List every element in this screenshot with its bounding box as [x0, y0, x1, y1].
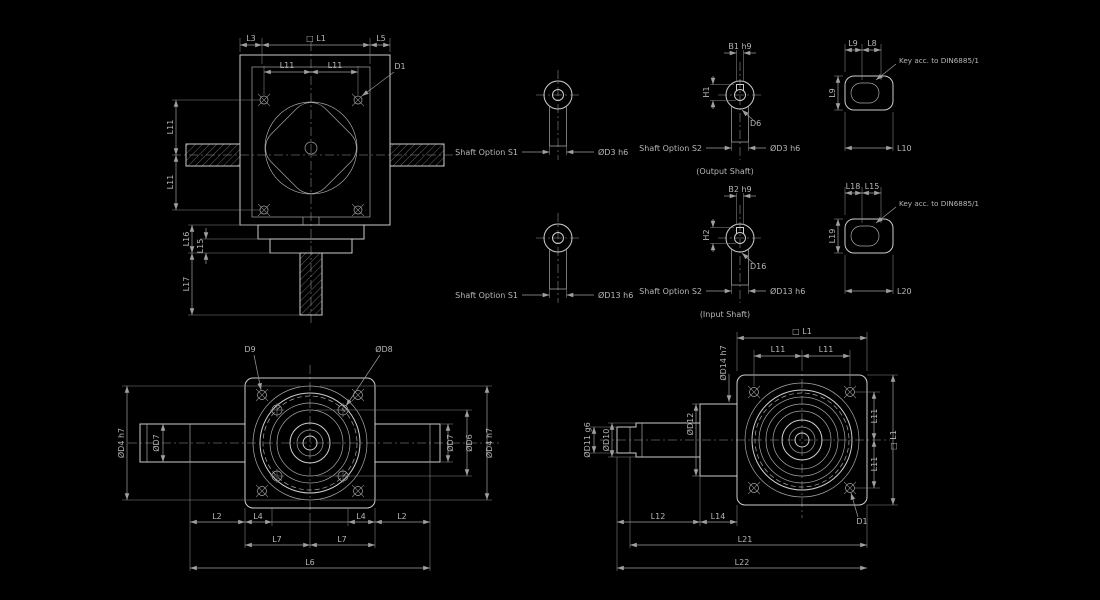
dim-label: ØD6 — [464, 434, 474, 452]
dim-label: L9 — [848, 39, 858, 48]
dim-label: L11 — [328, 61, 343, 70]
shaft-option-label: Shaft Option S2 — [639, 144, 702, 153]
dim-label: D6 — [750, 119, 761, 128]
dim-label: B2 h9 — [728, 185, 751, 194]
dim-label: ØD3 h6 — [598, 147, 628, 157]
output-shaft-caption: (Output Shaft) — [696, 167, 753, 176]
dim-label: L7 — [337, 535, 347, 544]
dim-label: L4 — [356, 512, 366, 521]
input-shaft-profile — [616, 422, 700, 458]
side-view: □ L1 L11 L11 ØD14 h7 ØD11 g6 ØD10 ØD12 L… — [582, 327, 898, 571]
dim-label: L17 — [182, 277, 191, 292]
dim-label: ØD8 — [375, 344, 393, 354]
shaft-option-label: Shaft Option S1 — [455, 148, 518, 157]
dim-label: L21 — [738, 535, 753, 544]
dim-label: H1 — [702, 86, 711, 97]
dim-label: L11 — [870, 457, 879, 472]
output-key-view: L9 L8 L9 L10 Key acc. to DIN6885/1 — [828, 39, 979, 153]
dim-label: L2 — [397, 512, 407, 521]
dim-label: L11 — [166, 120, 175, 135]
dim-label: L3 — [246, 34, 256, 43]
input-key-view: L18 L15 L19 L20 Key acc. to DIN6885/1 — [828, 182, 979, 296]
dim-label: H2 — [702, 229, 711, 240]
bottom-shaft — [299, 252, 323, 316]
dim-label: ØD4 h7 — [484, 428, 494, 458]
front-view: D9 ØD8 ØD4 h7 ØD7 ØD7 ØD6 ØD4 h7 — [116, 344, 500, 571]
dim-label: L11 — [870, 409, 879, 424]
dim-label: ØD10 — [601, 429, 611, 452]
corner-holes — [747, 385, 857, 495]
dim-label: L22 — [735, 558, 750, 567]
dim-label: ØD14 h7 — [718, 345, 728, 380]
dim-label: □ L1 — [889, 430, 898, 450]
left-shaft — [185, 143, 241, 167]
output-shaft-option-s1: Shaft Option S1 ØD3 h6 — [455, 70, 628, 160]
dim-label: ØD13 h6 — [770, 286, 805, 296]
dim-label: L2 — [212, 512, 222, 521]
dim-label: L11 — [771, 345, 786, 354]
dim-label: ØD3 h6 — [770, 143, 800, 153]
input-hub — [699, 403, 738, 477]
dim-label: L6 — [305, 558, 315, 567]
dim-label: ØD13 h6 — [598, 290, 633, 300]
dim-label: ØD12 — [685, 413, 695, 436]
dim-label: L11 — [819, 345, 834, 354]
dim-label: L7 — [272, 535, 282, 544]
key-note: Key acc. to DIN6885/1 — [899, 199, 979, 208]
dim-label: ØD7 — [151, 434, 161, 452]
dim-label: L8 — [867, 39, 877, 48]
dim-label: L4 — [253, 512, 263, 521]
dim-label: L16 — [182, 232, 191, 247]
shaft-option-label: Shaft Option S2 — [639, 287, 702, 296]
dim-label: □ L1 — [792, 327, 812, 336]
dim-label: □ L1 — [306, 34, 326, 43]
hole-dim-label: D1 — [856, 517, 867, 526]
dim-label: L15 — [196, 239, 205, 254]
top-view: L3 □ L1 L5 L11 L11 D1 L11 L11 L16 L15 L1… — [166, 34, 458, 325]
dim-label: B1 h9 — [728, 42, 751, 51]
dim-label: L14 — [711, 512, 726, 521]
dim-label: L10 — [897, 144, 912, 153]
dim-label: L12 — [651, 512, 666, 521]
dim-label: D9 — [244, 345, 255, 354]
output-shaft-option-s2: B1 h9 H1 D6 Shaft Option S2 ØD3 h6 (Outp… — [639, 42, 800, 176]
dim-label: L11 — [280, 61, 295, 70]
right-shaft — [374, 423, 441, 463]
key-note: Key acc. to DIN6885/1 — [899, 56, 979, 65]
input-shaft-option-s1: Shaft Option S1 ØD13 h6 — [455, 213, 633, 303]
dim-label: L5 — [376, 34, 386, 43]
dim-label: L9 — [828, 88, 837, 98]
dim-label: ØD4 h7 — [116, 428, 126, 458]
input-shaft-option-s2: B2 h9 H2 D16 Shaft Option S2 ØD13 h6 (In… — [639, 185, 805, 319]
dim-label: L11 — [166, 175, 175, 190]
shaft-option-label: Shaft Option S1 — [455, 291, 518, 300]
left-shaft — [139, 423, 246, 463]
dim-label: ØD7 — [445, 434, 455, 452]
dim-label: L18 — [846, 182, 861, 191]
dim-label: ØD11 g6 — [582, 422, 592, 457]
dim-label: L19 — [828, 229, 837, 244]
input-shaft-caption: (Input Shaft) — [700, 310, 750, 319]
dim-label: L15 — [865, 182, 880, 191]
dim-label: D16 — [750, 262, 766, 271]
right-shaft — [389, 143, 445, 167]
dim-label: L20 — [897, 287, 912, 296]
hole-dim-label: D1 — [394, 62, 405, 71]
